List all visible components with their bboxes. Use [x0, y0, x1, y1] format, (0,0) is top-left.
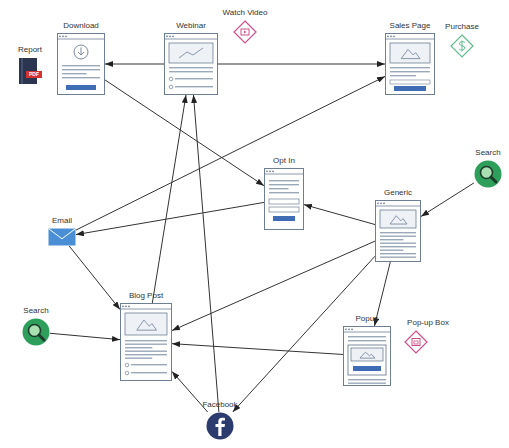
search-icon-outline	[474, 160, 502, 188]
email-icon-outline	[48, 228, 76, 246]
flow-arrow	[304, 205, 375, 225]
node-heading: Search	[475, 148, 500, 157]
sales-page-outline	[385, 33, 435, 95]
node-heading: Generic	[384, 188, 412, 197]
pdf-tag-text: PDF	[26, 71, 42, 78]
node-heading: Report	[18, 45, 42, 54]
popup-page-outline	[343, 326, 391, 386]
flow-arrow	[69, 246, 120, 310]
flow-arrow	[105, 64, 164, 65]
video-diamond-outline	[233, 20, 257, 44]
node-heading: Search	[23, 306, 48, 315]
optin-page: Opt In	[264, 168, 304, 230]
flow-arrow	[76, 76, 385, 230]
purchase-diamond-outline	[450, 34, 474, 58]
facebook-icon: Facebook	[206, 412, 234, 440]
search-icon: Search	[22, 318, 50, 346]
search-icon-outline	[22, 318, 50, 346]
node-heading: Watch Video	[223, 8, 268, 17]
node-heading: Popup	[355, 314, 378, 323]
webinar-page-outline	[164, 33, 218, 95]
flow-arrow	[172, 372, 208, 412]
download-page: Download	[57, 33, 105, 95]
flow-arrow	[105, 80, 264, 186]
search-icon: Search	[474, 160, 502, 188]
blog-page: Blog Post	[120, 303, 172, 381]
flow-arrow	[218, 64, 385, 65]
sales-page: Sales Page	[385, 33, 435, 95]
node-heading: Webinar	[176, 21, 206, 30]
popup-diamond-outline	[404, 330, 428, 354]
node-heading: Download	[63, 21, 99, 30]
popup-diamond: Pop-up Box	[404, 330, 428, 354]
node-heading: Pop-up Box	[407, 318, 449, 327]
email-icon: Email	[48, 228, 76, 246]
generic-page: Generic	[375, 200, 421, 262]
flow-arrow	[172, 241, 375, 330]
popup-page: Popup	[343, 326, 391, 386]
node-heading: Facebook	[202, 400, 237, 409]
generic-page-outline	[375, 200, 421, 262]
flow-arrow	[421, 183, 474, 217]
node-heading: Purchase	[445, 22, 479, 31]
flow-arrow	[193, 95, 218, 412]
flow-arrow	[76, 202, 264, 234]
flow-arrow	[50, 333, 120, 339]
node-heading: Email	[52, 216, 72, 225]
flow-arrow	[172, 344, 343, 355]
blog-page-outline	[120, 303, 172, 381]
node-heading: Opt In	[273, 156, 295, 165]
node-heading: Blog Post	[129, 291, 163, 300]
video-diamond: Watch Video	[233, 20, 257, 44]
optin-page-outline	[264, 168, 304, 230]
flow-arrow	[152, 95, 186, 303]
download-page-outline	[57, 33, 105, 95]
purchase-diamond: Purchase	[450, 34, 474, 58]
webinar-page: Webinar	[164, 33, 218, 95]
facebook-icon-outline	[206, 412, 234, 440]
node-heading: Sales Page	[390, 21, 431, 30]
